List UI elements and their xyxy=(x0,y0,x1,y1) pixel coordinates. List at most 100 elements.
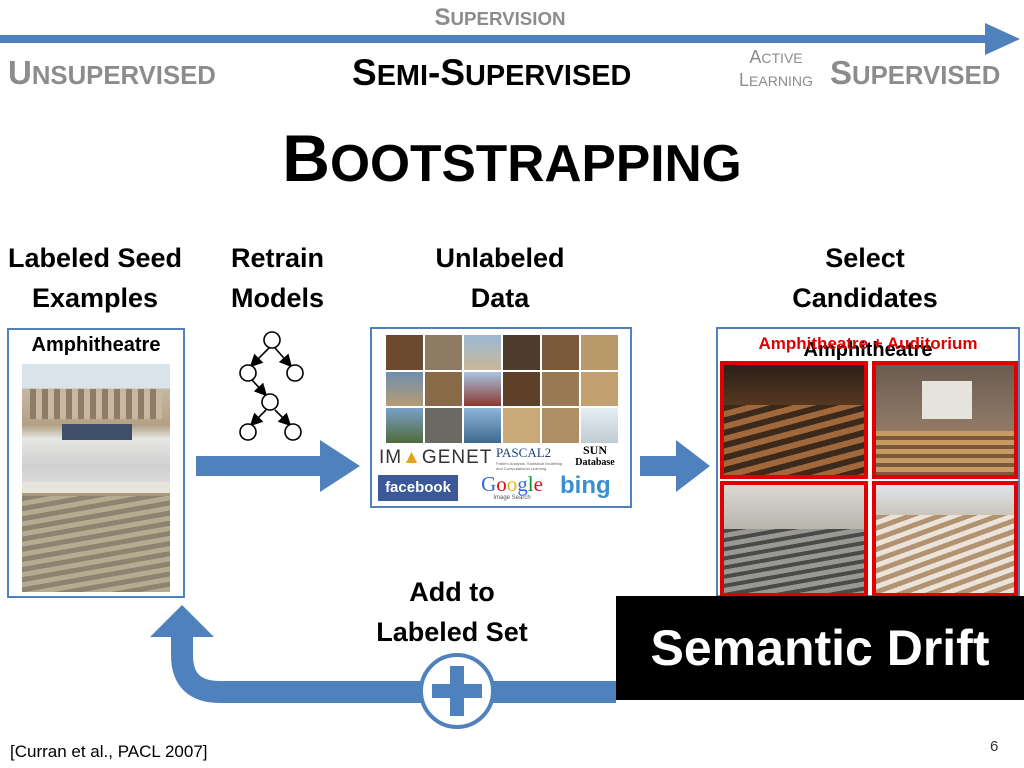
photo-tile xyxy=(581,408,618,443)
imagenet-text-a: IM xyxy=(379,447,403,468)
title-initial: B xyxy=(282,121,330,195)
label-unsupervised: UNSUPERVISED xyxy=(8,54,216,92)
photo-tile xyxy=(464,371,501,407)
semi-hyphen: - xyxy=(428,52,441,93)
google-logo: Google Image Search xyxy=(472,473,552,502)
axis-label-rest: UPERVISION xyxy=(450,8,566,29)
unsup-initial: U xyxy=(8,54,32,91)
facebook-logo: facebook xyxy=(378,475,458,501)
candidate-photo-auditorium-1 xyxy=(720,361,868,479)
page-number: 6 xyxy=(990,738,999,755)
photo-tile xyxy=(542,335,579,370)
label-active-learning: ACTIVE LEARNING xyxy=(728,46,824,92)
step-seed-line2: Examples xyxy=(31,283,159,313)
loop-back-arrow xyxy=(150,605,616,703)
citation: [Curran et al., PACL 2007] xyxy=(10,742,208,761)
photo-tile xyxy=(542,371,579,407)
photo-tile xyxy=(503,408,540,443)
google-wordmark: Google xyxy=(472,473,552,495)
imagenet-logo: IM▲GENET xyxy=(379,447,492,469)
semi-sup-rest: UPERVISED xyxy=(465,60,632,92)
plus-icon xyxy=(419,653,495,729)
photo-tile xyxy=(386,408,423,443)
candidates-caption-red: Amphitheatre + Auditorium xyxy=(758,334,978,353)
candidates-caption-black: Amphitheatre xyxy=(803,339,933,361)
sup-initial: S xyxy=(830,54,853,91)
sup-rest: UPERVISED xyxy=(852,62,1001,90)
semi-rest: EMI xyxy=(376,60,428,92)
unlabeled-photo-grid xyxy=(386,335,618,443)
photo-tile xyxy=(503,371,540,407)
google-subtext: Image Search xyxy=(493,495,531,501)
seed-examples-box: Amphitheatre xyxy=(7,328,185,598)
semi-sup-initial: S xyxy=(440,52,466,93)
candidates-box: Amphitheatre Amphitheatre + Auditorium xyxy=(716,327,1020,597)
step-retrain-line2: Models xyxy=(230,283,324,313)
photo-tile xyxy=(464,408,501,443)
photo-tile xyxy=(386,371,423,407)
candidate-photo-amphitheatre xyxy=(872,481,1018,597)
step-label-add: Add to Labeled Set xyxy=(352,572,552,652)
pascal-logo: PASCAL2 Pattern Analysis, Statistical Mo… xyxy=(496,445,566,471)
photo-tile xyxy=(503,335,540,370)
seed-photo-amphitheatre-2 xyxy=(22,482,170,592)
step-seed-line1: Labeled Seed xyxy=(7,243,183,273)
arrow-right-icon xyxy=(196,440,360,492)
semantic-drift-callout: Semantic Drift xyxy=(616,596,1024,700)
pascal-subtitle: Pattern Analysis, Statistical Modelling … xyxy=(496,461,563,471)
label-supervised: SUPERVISED xyxy=(830,54,1000,92)
photo-tile xyxy=(425,408,462,443)
seed-caption: Amphitheatre xyxy=(31,334,161,356)
step-select-line2: Candidates xyxy=(792,283,938,313)
imagenet-text-b: GENET xyxy=(421,447,493,468)
active-line: ACTIVE xyxy=(728,46,824,69)
candidate-photo-lecture-hall xyxy=(720,481,868,597)
learning-rest: EARNING xyxy=(749,73,813,89)
step-label-unlabeled: Unlabeled Data xyxy=(400,238,600,318)
step-unlabeled-line2: Data xyxy=(470,283,530,313)
axis-label: SUPERVISION xyxy=(0,4,1000,32)
supervision-axis-arrow xyxy=(0,23,1020,55)
google-letter: g xyxy=(517,472,528,496)
label-semi-supervised: SEMI-SUPERVISED xyxy=(352,52,631,94)
unsup-rest: NSUPERVISED xyxy=(31,62,216,90)
active-initial: A xyxy=(749,47,762,67)
semi-initial: S xyxy=(352,52,377,93)
google-letter: o xyxy=(496,472,507,496)
step-add-line2: Labeled Set xyxy=(376,617,528,647)
learning-initial: L xyxy=(739,70,750,90)
google-letter: o xyxy=(506,472,518,496)
step-label-select: Select Candidates xyxy=(760,238,970,318)
step-unlabeled-line1: Unlabeled xyxy=(435,243,565,273)
semantic-drift-text: Semantic Drift xyxy=(650,620,990,676)
seed-photo-amphitheatre-1 xyxy=(22,364,170,500)
step-label-seed: Labeled Seed Examples xyxy=(0,238,190,318)
candidate-photo-auditorium-2 xyxy=(872,361,1018,479)
photo-tile xyxy=(581,371,618,407)
photo-tile xyxy=(542,408,579,443)
unlabeled-data-box: IM▲GENET PASCAL2 Pattern Analysis, Stati… xyxy=(370,327,632,508)
model-tree-icon xyxy=(239,331,304,441)
step-label-retrain: Retrain Models xyxy=(200,238,355,318)
bing-logo: bing xyxy=(560,472,611,499)
axis-label-initial: S xyxy=(434,4,451,31)
step-select-line1: Select xyxy=(825,243,905,273)
pascal-title: PASCAL2 xyxy=(496,445,552,460)
sun-text: SUN xyxy=(582,443,607,457)
google-letter: e xyxy=(533,472,543,496)
photo-tile xyxy=(425,335,462,370)
arrow-right-icon xyxy=(640,440,710,492)
photo-tile xyxy=(464,335,501,370)
photo-tile xyxy=(386,335,423,370)
sun-subtext: Database xyxy=(575,457,615,468)
active-rest: CTIVE xyxy=(761,50,803,66)
step-add-line1: Add to xyxy=(409,577,495,607)
photo-tile xyxy=(581,335,618,370)
learning-line: LEARNING xyxy=(728,69,824,92)
photo-tile xyxy=(425,371,462,407)
sun-logo: SUN Database xyxy=(572,443,618,469)
step-retrain-line1: Retrain xyxy=(230,243,325,273)
google-letter: G xyxy=(481,472,497,496)
google-letter: l xyxy=(527,472,534,496)
imagenet-mark-icon: ▲ xyxy=(402,447,422,468)
